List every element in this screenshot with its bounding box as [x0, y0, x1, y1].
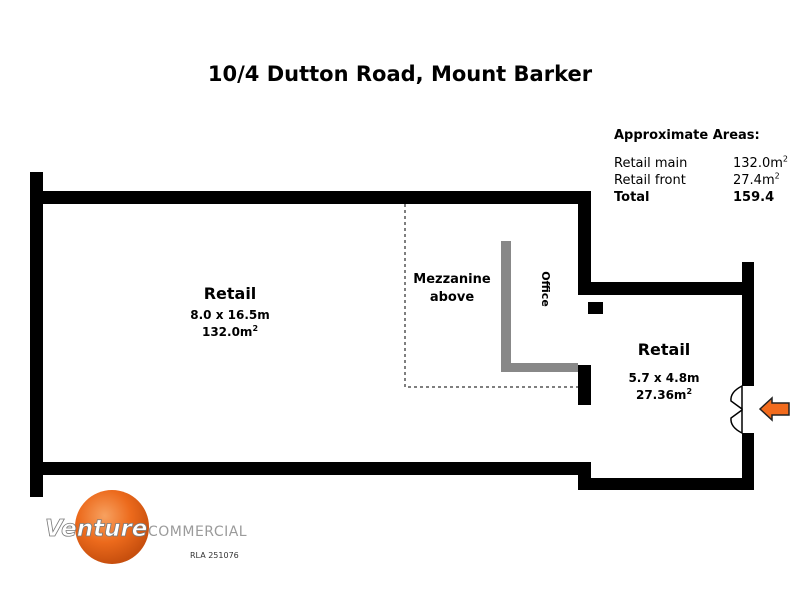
room-name-retail-main: Retail	[203, 284, 257, 303]
wall-partition-lower	[578, 365, 591, 405]
wall-partition-stub	[588, 302, 603, 314]
wall-top	[30, 191, 591, 204]
room-area-retail-main: 132.0m2	[201, 324, 259, 340]
area-value: 27.4m2	[733, 171, 780, 188]
door-leaf-lower	[730, 408, 743, 435]
room-name-retail-front: Retail	[637, 340, 691, 359]
plan-title: 10/4 Dutton Road, Mount Barker	[207, 62, 593, 86]
office-wall-vertical	[501, 241, 511, 372]
area-label: Retail main	[614, 156, 688, 171]
office-label: Office	[539, 271, 552, 307]
wall-front-top	[578, 282, 753, 295]
logo-brand-text: Venture	[45, 516, 147, 542]
logo-suffix-text: COMMERCIAL	[148, 524, 247, 540]
wall-bottom-main	[30, 462, 591, 475]
mezzanine-label-line2: above	[429, 290, 475, 305]
mezzanine-outline	[404, 204, 578, 388]
room-dims-retail-front: 5.7 x 4.8m	[628, 371, 700, 385]
rla-number: RLA 251076	[190, 551, 239, 560]
area-label: Retail front	[614, 173, 686, 188]
logo-orange-circle	[75, 490, 149, 564]
wall-front-right-upper	[742, 262, 754, 386]
area-value: 159.4	[733, 190, 775, 205]
areas-heading: Approximate Areas:	[614, 128, 760, 143]
room-area-retail-front: 27.36m2	[635, 387, 693, 403]
mezzanine-label-line1: Mezzanine	[413, 272, 491, 287]
room-dims-retail-main: 8.0 x 16.5m	[190, 308, 270, 322]
area-label: Total	[614, 190, 650, 205]
entry-arrow-icon	[758, 396, 790, 422]
office-wall-horizontal	[501, 363, 578, 372]
area-value: 132.0m2	[733, 154, 788, 171]
venture-commercial-logo: Venture COMMERCIAL	[45, 490, 247, 564]
door-leaf-upper	[730, 384, 743, 411]
wall-left	[30, 172, 43, 497]
wall-partition-upper	[578, 191, 591, 284]
wall-front-right-lower	[742, 433, 754, 489]
wall-front-bottom	[578, 478, 754, 490]
